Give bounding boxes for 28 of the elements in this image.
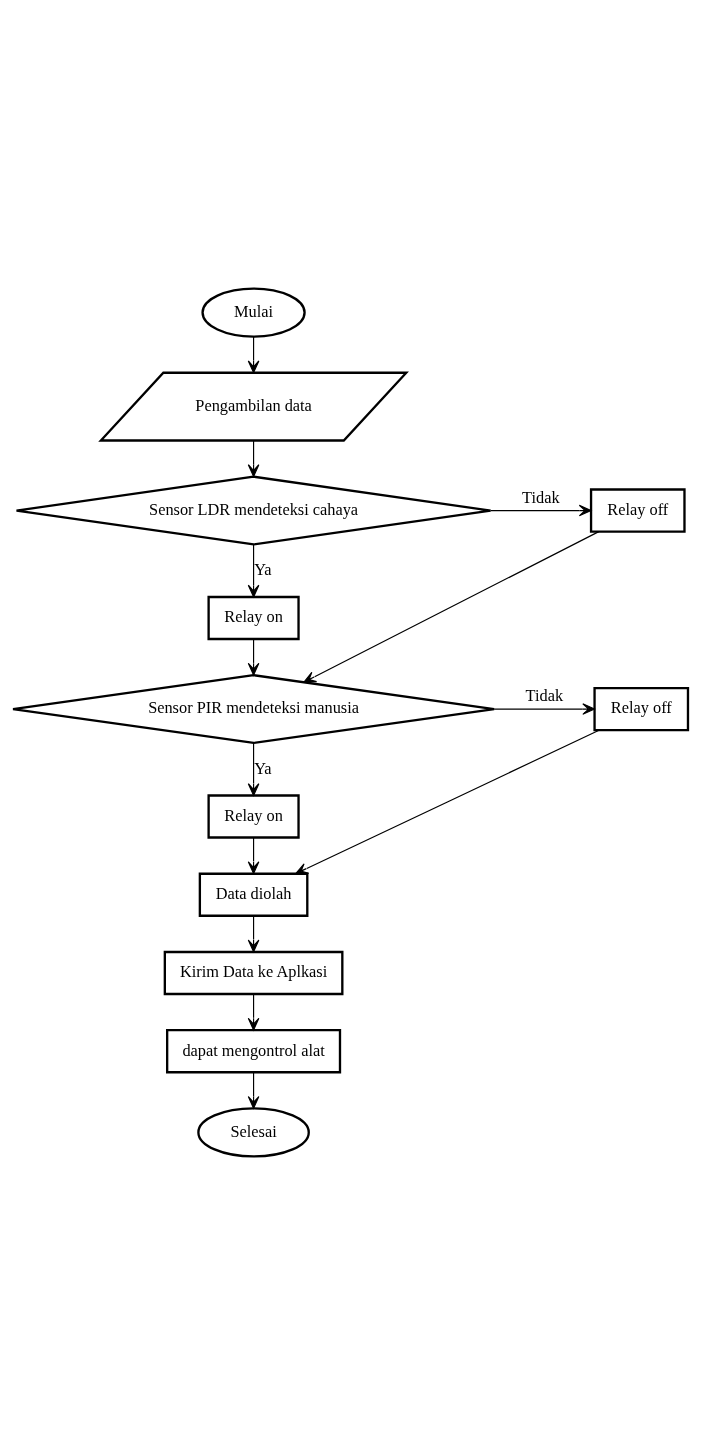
node-box: dapat mengontrol alat [166,1029,342,1074]
node-box: Relay off [593,686,690,732]
arrow [247,993,260,1031]
arrow [493,703,596,715]
arrow [247,638,260,676]
node-box: Relay on [207,794,300,839]
arrow [247,544,260,598]
edge-label: Tidak [522,487,560,507]
arrow [247,837,260,875]
arrow [247,742,260,797]
arrow [295,729,600,875]
arrow [247,439,260,477]
arrow [247,1071,260,1109]
edge-label: Ya [254,560,272,580]
node-box: Relay on [207,595,300,641]
node-diamond: Sensor LDR mendeteksi cahaya [15,475,492,546]
node-box: Relay off [589,488,686,533]
edge-label: Tidak [525,686,564,706]
edge-label: Ya [254,758,272,778]
node-ellipse: Selesai [197,1107,310,1158]
node-diamond: Sensor PIR mendeteksi manusia [11,674,496,745]
node-box: Kirim Data ke Aplkasi [163,950,344,996]
arrow [247,915,260,953]
node-box: Data diolah [198,872,309,917]
arrow [247,336,260,374]
arrow [490,504,592,517]
arrow [303,531,600,683]
node-ellipse: Mulai [201,287,306,338]
